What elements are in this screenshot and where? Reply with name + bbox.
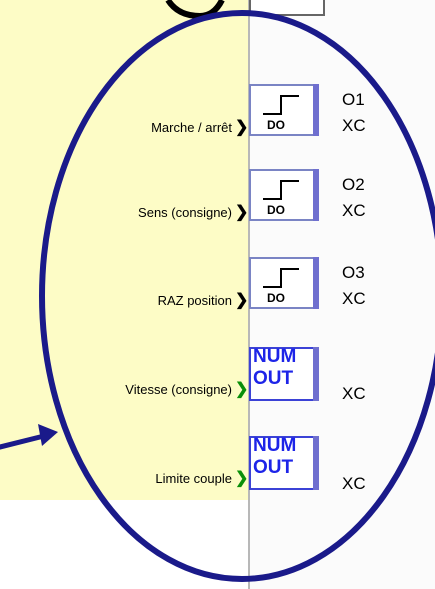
output-type: XC xyxy=(342,116,366,135)
signal-label-marche: Marche / arrêt xyxy=(151,120,232,135)
block-edge xyxy=(313,347,319,401)
out-label: OUT xyxy=(253,457,294,478)
do-label: DO xyxy=(267,291,285,305)
step-icon xyxy=(263,268,299,288)
connector-arrow: ❯ xyxy=(235,292,249,309)
do-label: DO xyxy=(267,118,285,132)
signal-label-raz: RAZ position xyxy=(157,293,232,308)
output-type: XC xyxy=(342,289,366,308)
connector-arrow: ❯ xyxy=(235,204,249,221)
out-label: OUT xyxy=(253,368,294,389)
output-type: XC xyxy=(342,384,366,403)
output-type: XC xyxy=(342,201,366,220)
signal-label-vitesse: Vitesse (consigne) xyxy=(125,382,232,397)
block-edge xyxy=(313,257,319,309)
connector-arrow-green: ❯ xyxy=(235,470,249,487)
num-out-block-1[interactable]: NUM OUT xyxy=(249,346,319,401)
diagram-yellow-area xyxy=(0,0,248,500)
block-edge xyxy=(313,436,319,490)
block-edge xyxy=(313,84,319,136)
connector-arrow: ❯ xyxy=(235,119,249,136)
num-label: NUM xyxy=(253,435,297,456)
do-block-2[interactable]: DO xyxy=(249,169,319,221)
step-icon xyxy=(263,95,299,115)
top-partial-block xyxy=(249,0,325,16)
output-name: O3 xyxy=(342,263,365,282)
do-block-3[interactable]: DO xyxy=(249,257,319,309)
num-label: NUM xyxy=(253,346,297,367)
signal-label-sens: Sens (consigne) xyxy=(138,205,232,220)
connector-arrow-green: ❯ xyxy=(235,381,249,398)
step-icon xyxy=(263,180,299,200)
output-name: O1 xyxy=(342,90,365,109)
num-out-label: NUM OUT xyxy=(253,435,296,479)
output-name: O2 xyxy=(342,175,365,194)
do-block-1[interactable]: DO xyxy=(249,84,319,136)
num-out-block-2[interactable]: NUM OUT xyxy=(249,435,319,490)
block-edge xyxy=(313,169,319,221)
signal-label-limite: Limite couple xyxy=(155,471,232,486)
num-out-label: NUM OUT xyxy=(253,346,296,390)
output-type: XC xyxy=(342,474,366,493)
do-label: DO xyxy=(267,203,285,217)
